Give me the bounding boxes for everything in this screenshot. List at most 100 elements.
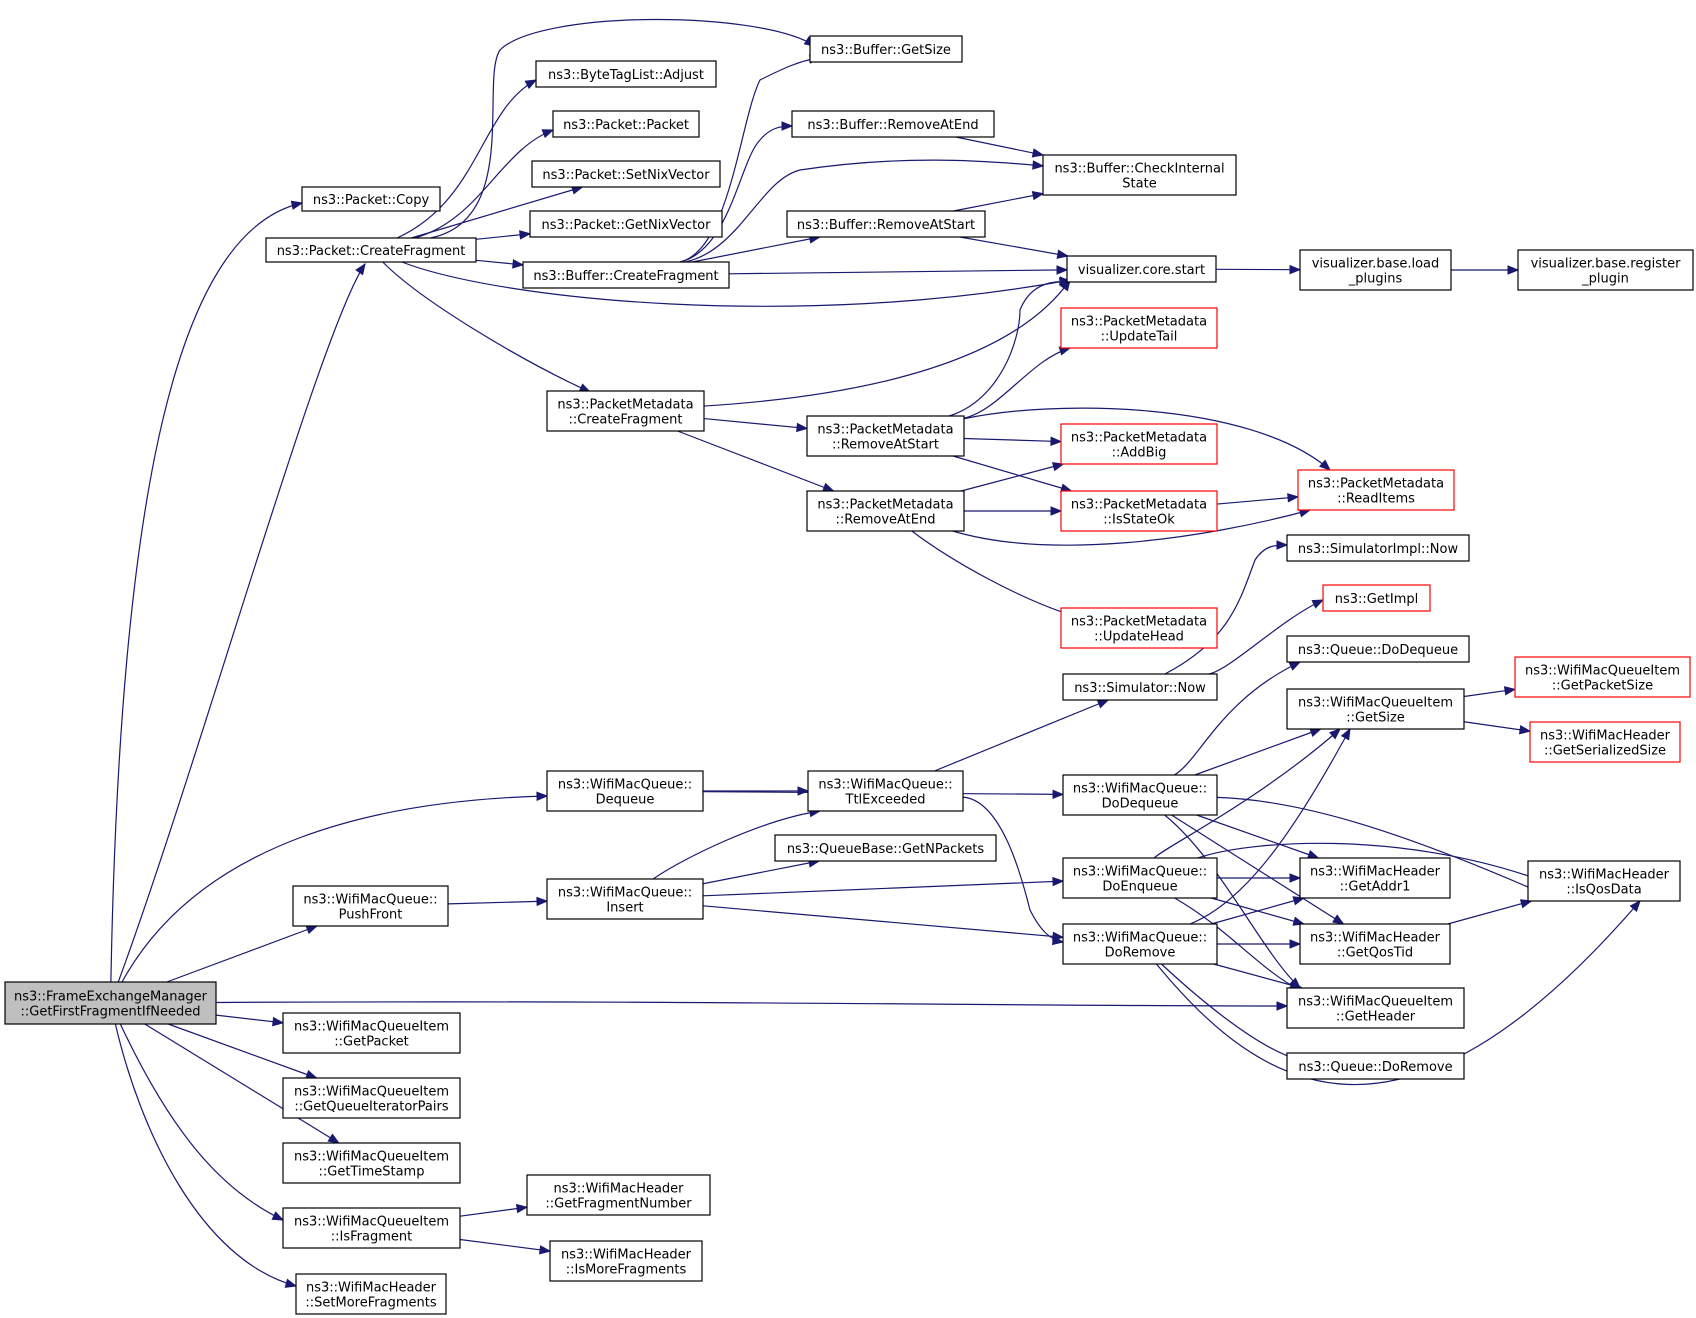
edge-wmq_pushfront-to-wmq_insert <box>447 896 549 907</box>
node-label-line: visualizer.core.start <box>1078 263 1205 278</box>
edge-arrowhead <box>538 1245 552 1255</box>
node-wmq-doremove[interactable]: ns3::WifiMacQueue::DoRemove <box>1062 923 1218 965</box>
node-wmh-getqostid[interactable]: ns3::WifiMacHeader::GetQosTid <box>1299 923 1451 965</box>
node-wmq-doenqueue[interactable]: ns3::WifiMacQueue::DoEnqueue <box>1062 857 1218 899</box>
node-pm-removeatstart[interactable]: ns3::PacketMetadata::RemoveAtStart <box>806 415 965 457</box>
node-wmh-getserializedsize[interactable]: ns3::WifiMacHeader::GetSerializedSize <box>1529 721 1681 763</box>
node-wmq-insert[interactable]: ns3::WifiMacQueue::Insert <box>546 878 704 920</box>
node-q-doremove[interactable]: ns3::Queue::DoRemove <box>1286 1052 1465 1080</box>
edge-arrowhead <box>1289 939 1302 949</box>
node-label-line: _plugin <box>1581 272 1629 287</box>
edge-arrowhead <box>1096 699 1110 709</box>
node-simimpl-now[interactable]: ns3::SimulatorImpl::Now <box>1286 534 1470 562</box>
node-pm-addbig[interactable]: ns3::PacketMetadata::AddBig <box>1060 423 1218 465</box>
node-box <box>1527 860 1681 902</box>
node-wmqi-getqueueiter[interactable]: ns3::WifiMacQueueItem::GetQueueIteratorP… <box>282 1077 461 1119</box>
edge-root-to-pkt_createfrag <box>117 262 366 983</box>
node-pkt-copy[interactable]: ns3::Packet::Copy <box>301 186 441 212</box>
node-wmqi-getpacket[interactable]: ns3::WifiMacQueueItem::GetPacket <box>282 1012 461 1054</box>
edge-wmq_dodequeue-to-wmh_getaddr1 <box>1196 814 1320 859</box>
node-pkt-createfrag[interactable]: ns3::Packet::CreateFragment <box>265 237 477 263</box>
edge-wmqi_isfragment-to-wmh_getfragnum <box>459 1203 529 1217</box>
node-pkt-getnix[interactable]: ns3::Packet::GetNixVector <box>529 210 723 238</box>
node-btl-adjust[interactable]: ns3::ByteTagList::Adjust <box>535 60 717 88</box>
node-label-line: visualizer.base.load <box>1312 257 1440 272</box>
node-wmq-dequeue[interactable]: ns3::WifiMacQueue::Dequeue <box>546 770 704 812</box>
node-vis-register[interactable]: visualizer.base.register_plugin <box>1517 249 1694 291</box>
edge-arrowhead <box>1329 728 1342 740</box>
edge-arrowhead <box>290 200 304 210</box>
node-pm-isstateok[interactable]: ns3::PacketMetadata::IsStateOk <box>1060 490 1218 532</box>
node-pkt-setnix[interactable]: ns3::Packet::SetNixVector <box>531 160 721 188</box>
node-wmqi-getsize[interactable]: ns3::WifiMacQueueItem::GetSize <box>1286 688 1465 730</box>
edge-pm_removeatend-to-pm_readitems <box>952 508 1312 546</box>
node-pm-updatetail[interactable]: ns3::PacketMetadata::UpdateTail <box>1060 307 1218 349</box>
edge-pkt_createfrag-to-vis_start <box>401 261 1072 307</box>
node-pm-updatehead[interactable]: ns3::PacketMetadata::UpdateHead <box>1060 607 1218 649</box>
node-wmh-getfragnum[interactable]: ns3::WifiMacHeader::GetFragmentNumber <box>526 1174 711 1216</box>
edge-line <box>702 880 1064 897</box>
edge-pm_createfrag-to-vis_start <box>703 278 1071 407</box>
node-getimpl[interactable]: ns3::GetImpl <box>1322 584 1431 612</box>
node-root[interactable]: ns3::FrameExchangeManager::GetFirstFragm… <box>4 981 217 1025</box>
edge-line <box>1197 842 1541 881</box>
node-label-line: ::IsStateOk <box>1103 513 1175 528</box>
node-box <box>791 110 995 138</box>
edge-pkt_createfrag-to-btl_adjust <box>396 79 538 239</box>
node-wmh-ismorefrags[interactable]: ns3::WifiMacHeader::IsMoreFragments <box>549 1240 703 1282</box>
node-buf-createfrag[interactable]: ns3::Buffer::CreateFragment <box>522 261 730 289</box>
edge-buf_removeatend-to-buf_checkinternal <box>955 136 1045 158</box>
node-wmq-pushfront[interactable]: ns3::WifiMacQueue::PushFront <box>292 885 449 927</box>
edge-line <box>1171 814 1344 925</box>
node-wmh-isqosdata[interactable]: ns3::WifiMacHeader::IsQosData <box>1527 860 1681 902</box>
edge-pkt_createfrag-to-buf_createfrag <box>475 259 525 269</box>
node-wmqi-getheader[interactable]: ns3::WifiMacQueueItem::GetHeader <box>1286 987 1465 1029</box>
node-label-line: ns3::WifiMacQueue:: <box>818 778 952 793</box>
node-sim-now[interactable]: ns3::Simulator::Now <box>1062 673 1218 701</box>
edge-arrowhead <box>1519 899 1533 909</box>
node-wmh-getaddr1[interactable]: ns3::WifiMacHeader::GetAddr1 <box>1299 857 1451 899</box>
node-box <box>265 237 477 263</box>
node-vis-start[interactable]: visualizer.core.start <box>1066 255 1217 283</box>
node-label-line: DoRemove <box>1105 946 1176 961</box>
edge-arrowhead <box>1051 462 1065 472</box>
edge-pm_isstateok-to-pm_readitems <box>1216 493 1300 505</box>
node-wmq-dodequeue[interactable]: ns3::WifiMacQueue::DoDequeue <box>1062 774 1218 816</box>
node-box <box>292 885 449 927</box>
node-buf-getsize[interactable]: ns3::Buffer::GetSize <box>809 35 963 63</box>
edge-line <box>1463 721 1531 732</box>
node-buf-removeatend[interactable]: ns3::Buffer::RemoveAtEnd <box>791 110 995 138</box>
node-wmh-setmorefrags[interactable]: ns3::WifiMacHeader::SetMoreFragments <box>295 1273 447 1315</box>
node-box <box>282 1077 461 1119</box>
node-label-line: PushFront <box>339 908 403 923</box>
node-pm-removeatend[interactable]: ns3::PacketMetadata::RemoveAtEnd <box>806 490 965 532</box>
edge-line <box>119 1023 284 1221</box>
edge-line <box>1216 496 1299 505</box>
node-wmq-ttlexceeded[interactable]: ns3::WifiMacQueue::TtlExceeded <box>807 770 964 812</box>
node-box <box>1297 469 1455 511</box>
edge-line <box>1153 728 1341 859</box>
edge-pkt_createfrag-to-pkt_getnix <box>475 230 532 240</box>
node-label-line: ::SetMoreFragments <box>305 1296 436 1311</box>
node-label-line: ::GetPacketSize <box>1552 679 1653 694</box>
node-label-line: ns3::WifiMacHeader <box>553 1182 684 1197</box>
edge-root-to-pkt_copy <box>110 200 304 983</box>
node-vis-load[interactable]: visualizer.base.load_plugins <box>1299 249 1452 291</box>
node-pm-readitems[interactable]: ns3::PacketMetadata::ReadItems <box>1297 469 1455 511</box>
node-wmqi-gettimestamp[interactable]: ns3::WifiMacQueueItem::GetTimeStamp <box>282 1142 461 1184</box>
edge-arrowhead <box>1031 190 1045 201</box>
node-q-dodequeue[interactable]: ns3::Queue::DoDequeue <box>1286 635 1470 663</box>
edge-line <box>110 202 303 983</box>
node-label-line: ::GetFragmentNumber <box>545 1197 692 1212</box>
node-pkt-packet[interactable]: ns3::Packet::Packet <box>552 110 700 138</box>
node-buf-removeatstart[interactable]: ns3::Buffer::RemoveAtStart <box>786 210 986 238</box>
node-wmqi-isfragment[interactable]: ns3::WifiMacQueueItem::IsFragment <box>282 1207 461 1249</box>
edge-wmqi_getsize-to-wmqi_getpacketsize <box>1463 686 1517 698</box>
node-box <box>1299 249 1452 291</box>
node-pm-createfrag[interactable]: ns3::PacketMetadata::CreateFragment <box>546 390 705 432</box>
node-qb-getnpackets[interactable]: ns3::QueueBase::GetNPackets <box>774 834 997 862</box>
edge-arrowhead <box>536 791 549 801</box>
node-wmqi-getpacketsize[interactable]: ns3::WifiMacQueueItem::GetPacketSize <box>1514 656 1691 698</box>
function-nodes: ns3::FrameExchangeManager::GetFirstFragm… <box>4 35 1694 1315</box>
